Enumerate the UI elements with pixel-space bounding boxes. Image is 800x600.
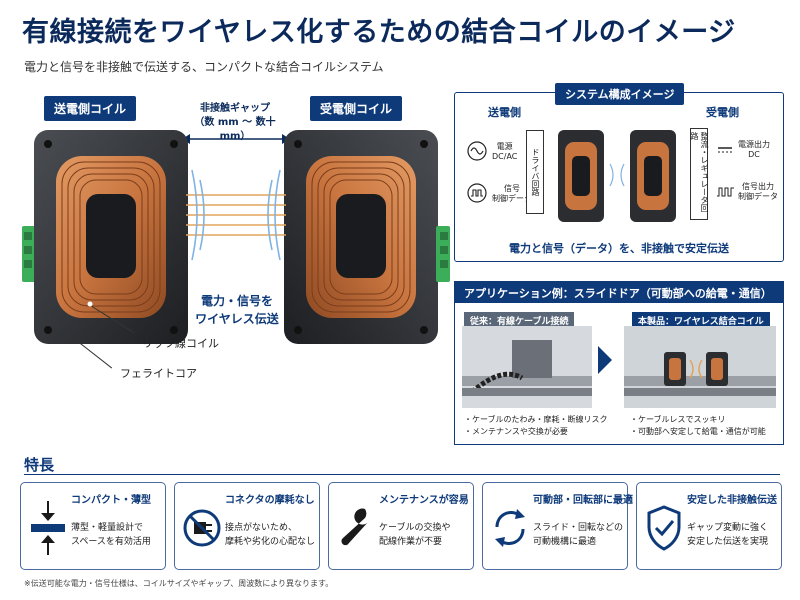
feature-card-maintenance: メンテナンスが容易 ケーブルの交換や 配線作業が不要 — [328, 482, 474, 570]
feature-card-line: 安定した伝送を実現 — [687, 537, 769, 547]
feature-card-title: コンパクト・薄型 — [71, 495, 151, 506]
compact-icon — [31, 501, 65, 555]
feature-card-line: 接点がないため、 — [225, 523, 298, 533]
dc-output-icon — [718, 147, 732, 153]
driver-circuit-box: ドライバ回路 — [526, 130, 544, 214]
after-wireless-image — [624, 326, 776, 408]
system-bottom-text: 電力と信号（データ）を、非接触で安定伝送 — [509, 242, 729, 255]
shield-check-icon — [647, 505, 681, 551]
before-points-list: ・ケーブルのたわみ・摩耗・断線リスク ・メンテナンスや交換が必要 — [464, 414, 608, 438]
rotate-icon — [495, 509, 525, 547]
signal-in-line2: 制御データ — [492, 194, 532, 203]
system-rx-title: 受電側 — [706, 106, 739, 119]
power-in-line1: 電源 — [496, 142, 513, 151]
ac-source-icon — [467, 141, 487, 161]
before-point: ・ケーブルのたわみ・摩耗・断線リスク — [464, 415, 608, 424]
signal-output-icon — [717, 187, 734, 197]
feature-card-line: スライド・回転などの — [533, 523, 624, 533]
signal-out-label: 信号出力 制御データ — [738, 182, 778, 202]
power-in-line2: DC/AC — [492, 152, 518, 161]
feature-card-line: 摩耗や劣化の心配なし — [225, 537, 316, 547]
before-cable-image — [462, 326, 592, 408]
feature-card-line: 薄型・軽量設計で — [71, 523, 144, 533]
feature-card-text: 薄型・軽量設計で スペースを有効活用 — [71, 521, 151, 549]
gap-label: 非接触ギャップ （数 mm ～ 数十 mm） — [180, 102, 290, 144]
feature-card-compact: コンパクト・薄型 薄型・軽量設計で スペースを有効活用 — [20, 482, 166, 570]
after-label: 本製品：ワイヤレス結合コイル — [632, 312, 770, 329]
feature-card-text: ケーブルの交換や 配線作業が不要 — [379, 521, 450, 549]
gap-arrow — [182, 134, 290, 144]
page-title: 有線接続をワイヤレス化するための結合コイルのイメージ — [22, 17, 736, 48]
regulator-circuit-box: 整流・レギュレータ回路 — [690, 128, 709, 220]
feature-card-text: スライド・回転などの 可動機構に最適 — [533, 521, 623, 549]
feature-card-text: ギャップ変動に強く 安定した伝送を実現 — [687, 521, 768, 549]
feature-card-no-connector: コネクタの摩耗なし 接点がないため、 摩耗や劣化の心配なし — [174, 482, 320, 570]
rx-coil-label: 受電側コイル — [310, 96, 403, 121]
wireless-label-line1: 電力・信号を — [200, 294, 273, 308]
feature-card-line: ケーブルの交換や — [379, 523, 451, 533]
system-heading: システム構成イメージ — [555, 83, 685, 105]
feature-card-title: メンテナンスが容易 — [379, 495, 469, 506]
signal-in-label: 信号 制御データ — [492, 184, 532, 204]
power-out-line1: 電源出力 — [738, 140, 770, 149]
footnote: ※伝送可能な電力・信号仕様は、コイルサイズやギャップ、周波数により異なります。 — [24, 579, 334, 588]
feature-card-line: 可動機構に最適 — [533, 537, 597, 547]
gap-label-line2: （数 mm ～ 数十 mm） — [194, 117, 276, 142]
application-heading: アプリケーション例：スライドドア（可動部への給電・通信） — [454, 281, 784, 303]
callout-litz: リッツ線コイル — [142, 337, 219, 350]
after-point: ・ケーブルレスでスッキリ — [630, 415, 726, 424]
no-connector-icon — [183, 509, 221, 547]
power-out-label: 電源出力 DC — [738, 140, 770, 160]
wireless-field-icon — [186, 169, 286, 261]
feature-card-title: コネクタの摩耗なし — [225, 495, 315, 506]
tx-coil-label: 送電側コイル — [44, 96, 137, 121]
power-out-line2: DC — [748, 150, 760, 159]
before-point: ・メンテナンスや交換が必要 — [464, 427, 568, 436]
before-label: 従来：有線ケーブル接続 — [464, 312, 575, 329]
system-field-icon — [609, 163, 625, 187]
callout-ferrite: フェライトコア — [120, 367, 197, 380]
feature-card-title: 安定した非接触伝送 — [687, 495, 777, 506]
power-in-label: 電源 DC/AC — [492, 142, 517, 162]
application-box — [454, 303, 784, 445]
rx-coil-image — [284, 130, 450, 344]
system-tx-coil-image — [558, 130, 604, 222]
signal-pulse-icon — [467, 183, 487, 203]
transition-arrow-icon — [598, 346, 612, 374]
features-divider — [24, 474, 780, 475]
feature-card-line: スペースを有効活用 — [71, 537, 151, 547]
feature-card-title: 可動部・回転部に最適 — [533, 495, 633, 506]
after-points-list: ・ケーブルレスでスッキリ ・可動部へ安定して給電・通信が可能 — [630, 414, 766, 438]
signal-out-line2: 制御データ — [738, 192, 778, 201]
after-point: ・可動部へ安定して給電・通信が可能 — [630, 427, 766, 436]
signal-in-line1: 信号 — [504, 184, 520, 193]
wrench-icon — [341, 508, 369, 546]
page-subtitle: 電力と信号を非接触で伝送する、コンパクトな結合コイルシステム — [24, 60, 384, 74]
signal-out-line1: 信号出力 — [742, 182, 774, 191]
feature-card-text: 接点がないため、 摩耗や劣化の心配なし — [225, 521, 315, 549]
features-heading: 特長 — [24, 456, 55, 474]
feature-card-stable: 安定した非接触伝送 ギャップ変動に強く 安定した伝送を実現 — [636, 482, 782, 570]
wireless-label-line2: ワイヤレス伝送 — [195, 312, 279, 326]
feature-card-line: ギャップ変動に強く — [687, 523, 769, 533]
system-tx-title: 送電側 — [488, 106, 521, 119]
wireless-label: 電力・信号を ワイヤレス伝送 — [182, 292, 292, 328]
feature-card-line: 配線作業が不要 — [379, 537, 443, 547]
feature-card-rotation: 可動部・回転部に最適 スライド・回転などの 可動機構に最適 — [482, 482, 633, 570]
gap-label-line1: 非接触ギャップ — [200, 103, 270, 114]
tx-coil-image — [22, 130, 188, 344]
system-rx-coil-image — [630, 130, 676, 222]
